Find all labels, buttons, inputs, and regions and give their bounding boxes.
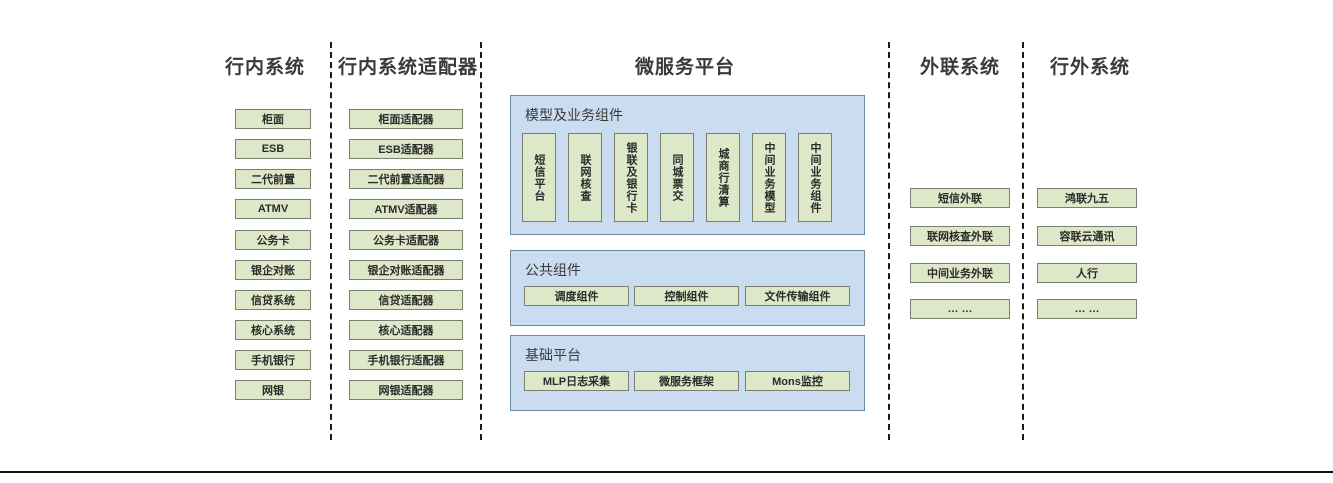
node-internal-1[interactable]: ESB — [235, 139, 311, 159]
panel-title-model-business-components: 模型及业务组件 — [525, 107, 623, 123]
node-public-0[interactable]: 调度组件 — [524, 286, 629, 306]
node-adapter-8[interactable]: 手机银行适配器 — [349, 350, 463, 370]
node-adapter-1[interactable]: ESB适配器 — [349, 139, 463, 159]
node-external-0[interactable]: 短信外联 — [910, 188, 1010, 208]
node-model-0[interactable]: 短信平台 — [522, 133, 556, 222]
column-header-microservice-platform: 微服务平台 — [634, 57, 735, 78]
node-external-2[interactable]: 中间业务外联 — [910, 263, 1010, 283]
bottom-divider — [0, 471, 1333, 473]
node-model-1[interactable]: 联网核查 — [568, 133, 602, 222]
node-adapter-2[interactable]: 二代前置适配器 — [349, 169, 463, 189]
node-base-2[interactable]: Mons监控 — [745, 371, 850, 391]
node-model-3[interactable]: 同城票交 — [660, 133, 694, 222]
column-header-internal-systems: 行内系统 — [224, 57, 305, 78]
divider-2 — [480, 42, 482, 440]
node-public-2[interactable]: 文件传输组件 — [745, 286, 850, 306]
node-adapter-9[interactable]: 网银适配器 — [349, 380, 463, 400]
panel-title-base-platform: 基础平台 — [525, 347, 581, 363]
node-internal-9[interactable]: 网银 — [235, 380, 311, 400]
column-header-outside-bank-systems: 行外系统 — [1049, 57, 1130, 78]
node-external-1[interactable]: 联网核查外联 — [910, 226, 1010, 246]
node-internal-0[interactable]: 柜面 — [235, 109, 311, 129]
node-internal-6[interactable]: 信贷系统 — [235, 290, 311, 310]
node-adapter-3[interactable]: ATMV适配器 — [349, 199, 463, 219]
node-model-4[interactable]: 城商行清算 — [706, 133, 740, 222]
node-outside-3[interactable]: … … — [1037, 299, 1137, 319]
node-public-1[interactable]: 控制组件 — [634, 286, 739, 306]
node-adapter-6[interactable]: 信贷适配器 — [349, 290, 463, 310]
node-adapter-0[interactable]: 柜面适配器 — [349, 109, 463, 129]
node-outside-2[interactable]: 人行 — [1037, 263, 1137, 283]
node-model-5[interactable]: 中间业务模型 — [752, 133, 786, 222]
node-internal-7[interactable]: 核心系统 — [235, 320, 311, 340]
node-internal-5[interactable]: 银企对账 — [235, 260, 311, 280]
node-internal-4[interactable]: 公务卡 — [235, 230, 311, 250]
node-external-3[interactable]: … … — [910, 299, 1010, 319]
divider-3 — [888, 42, 890, 440]
panel-title-public-components: 公共组件 — [525, 262, 581, 278]
divider-1 — [330, 42, 332, 440]
node-internal-2[interactable]: 二代前置 — [235, 169, 311, 189]
node-adapter-5[interactable]: 银企对账适配器 — [349, 260, 463, 280]
column-header-internal-adapters: 行内系统适配器 — [338, 57, 479, 78]
column-header-external-link-systems: 外联系统 — [919, 57, 1000, 78]
node-model-2[interactable]: 银联及银行卡 — [614, 133, 648, 222]
node-adapter-7[interactable]: 核心适配器 — [349, 320, 463, 340]
node-internal-3[interactable]: ATMV — [235, 199, 311, 219]
node-adapter-4[interactable]: 公务卡适配器 — [349, 230, 463, 250]
node-outside-0[interactable]: 鸿联九五 — [1037, 188, 1137, 208]
node-base-0[interactable]: MLP日志采集 — [524, 371, 629, 391]
node-model-6[interactable]: 中间业务组件 — [798, 133, 832, 222]
node-base-1[interactable]: 微服务框架 — [634, 371, 739, 391]
divider-4 — [1022, 42, 1024, 440]
node-outside-1[interactable]: 容联云通讯 — [1037, 226, 1137, 246]
node-internal-8[interactable]: 手机银行 — [235, 350, 311, 370]
